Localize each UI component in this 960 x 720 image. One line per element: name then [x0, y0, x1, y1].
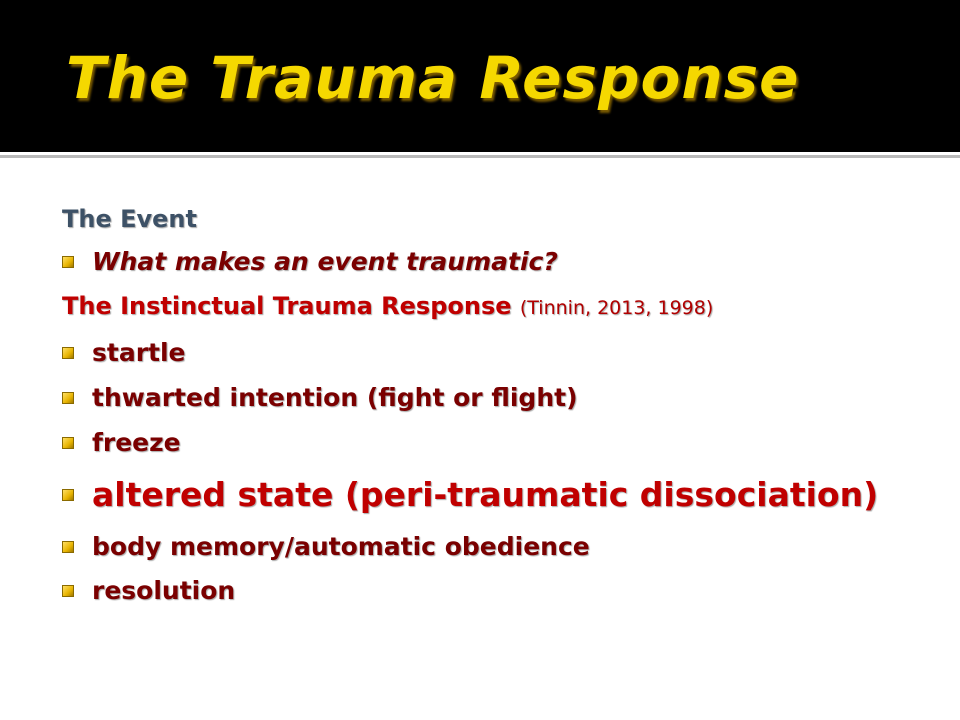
bullet-item: freeze: [62, 428, 181, 457]
bullet-text: thwarted intention (fight or flight): [92, 383, 578, 412]
bullet-text: body memory/automatic obedience: [92, 532, 590, 561]
bullet-text: resolution: [92, 576, 236, 605]
title-divider-gray: [0, 155, 960, 158]
bullet-text: startle: [92, 338, 186, 367]
bullet-item: resolution: [62, 576, 235, 605]
square-bullet-icon: [62, 255, 74, 268]
bullet-item-emphasis: altered state (peri-traumatic dissociati…: [62, 475, 878, 514]
heading-text: The Instinctual Trauma Response: [62, 292, 512, 320]
heading-instinctual-trauma-response: The Instinctual Trauma Response (Tinnin,…: [62, 292, 713, 320]
square-bullet-icon: [62, 346, 74, 359]
bullet-item: body memory/automatic obedience: [62, 532, 590, 561]
slide-title: The Trauma Response: [66, 44, 800, 112]
square-bullet-icon: [62, 436, 74, 449]
citation: (Tinnin, 2013, 1998): [519, 297, 714, 319]
title-divider-white: [0, 152, 960, 155]
square-bullet-icon: [62, 584, 74, 597]
title-bar: The Trauma Response: [0, 0, 960, 152]
square-bullet-icon: [62, 488, 74, 501]
bullet-text: altered state (peri-traumatic dissociati…: [92, 475, 879, 514]
square-bullet-icon: [62, 391, 74, 404]
bullet-item: What makes an event traumatic?: [62, 247, 558, 276]
heading-the-event: The Event: [62, 205, 197, 233]
bullet-item: thwarted intention (fight or flight): [62, 383, 578, 412]
square-bullet-icon: [62, 540, 74, 553]
bullet-text: freeze: [92, 428, 181, 457]
bullet-text: What makes an event traumatic?: [92, 247, 558, 276]
bullet-item: startle: [62, 338, 186, 367]
